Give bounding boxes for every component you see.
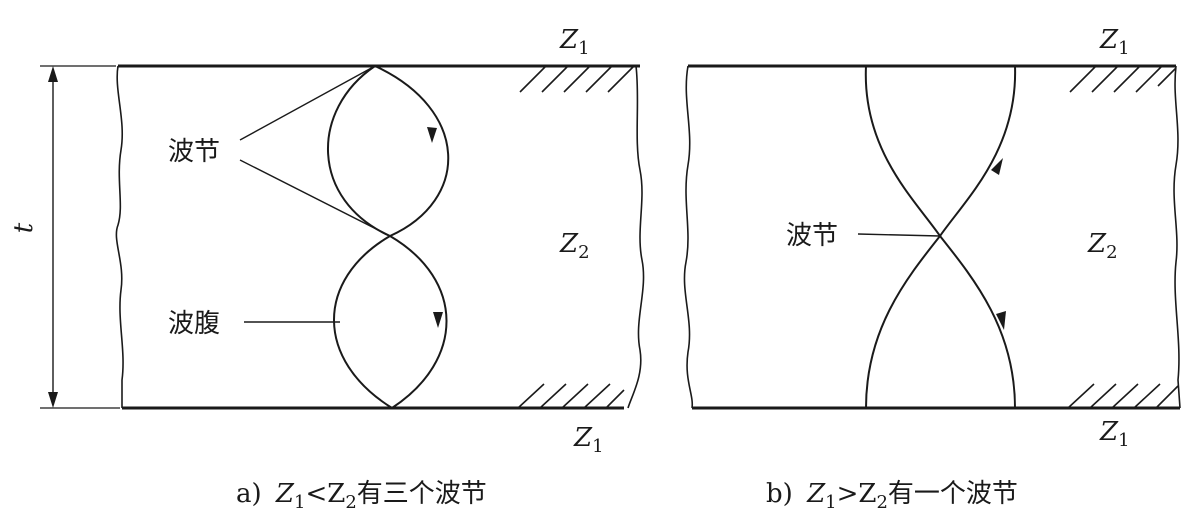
panel-a-antinode-label: 波腹 bbox=[168, 309, 220, 339]
panel-a-node-leader-1 bbox=[239, 65, 376, 141]
panel-b-caption: b) Z1>Z2有一个波节 bbox=[766, 479, 1018, 513]
panel-a-thickness-label: t bbox=[9, 222, 39, 233]
panel-a-node-leader-2 bbox=[239, 159, 391, 237]
panel-a-top-hatching bbox=[519, 65, 635, 93]
panel-a-node-label: 波节 bbox=[168, 137, 220, 167]
panel-b-z1-bottom-label: Z1 bbox=[1099, 417, 1130, 451]
panel-a-dimension-arrow-bottom bbox=[48, 392, 58, 408]
panel-a-z2-label: Z2 bbox=[559, 229, 590, 263]
panel-b-arrow-upper bbox=[991, 158, 1003, 175]
panel-a-z1-bottom-label: Z1 bbox=[573, 423, 604, 457]
panel-a: t 波节 波腹 Z1 Z2 Z1 a) Z1<Z2有三个波节 bbox=[9, 25, 645, 513]
panel-a-z1-top-label: Z1 bbox=[559, 25, 590, 59]
panel-a-dimension-arrow-top bbox=[48, 66, 58, 82]
panel-a-left-break-edge bbox=[115, 65, 124, 408]
panel-a-bottom-hatching bbox=[517, 383, 625, 409]
panel-b-arrow-lower bbox=[996, 311, 1006, 330]
panel-b-top-hatching bbox=[1069, 65, 1177, 93]
panel-a-arrow-upper bbox=[427, 127, 437, 143]
panel-b-node-label: 波节 bbox=[786, 221, 838, 251]
panel-a-arrow-lower bbox=[433, 312, 443, 328]
panel-a-caption: a) Z1<Z2有三个波节 bbox=[236, 479, 487, 513]
panel-b-node-leader bbox=[857, 233, 941, 237]
panel-b-z2-label: Z2 bbox=[1087, 229, 1118, 263]
panel-b: 波节 Z1 Z2 Z1 b) Z1>Z2有一个波节 bbox=[683, 25, 1181, 513]
panel-b-z1-top-label: Z1 bbox=[1099, 25, 1130, 59]
panel-b-right-break-edge bbox=[1173, 65, 1181, 409]
panel-b-bottom-hatching bbox=[1067, 383, 1179, 409]
panel-a-right-break-edge bbox=[627, 65, 645, 409]
panel-a-upper-lobe bbox=[326, 64, 450, 238]
panel-b-left-break-edge bbox=[683, 65, 694, 409]
panel-a-lower-lobe bbox=[333, 234, 448, 410]
